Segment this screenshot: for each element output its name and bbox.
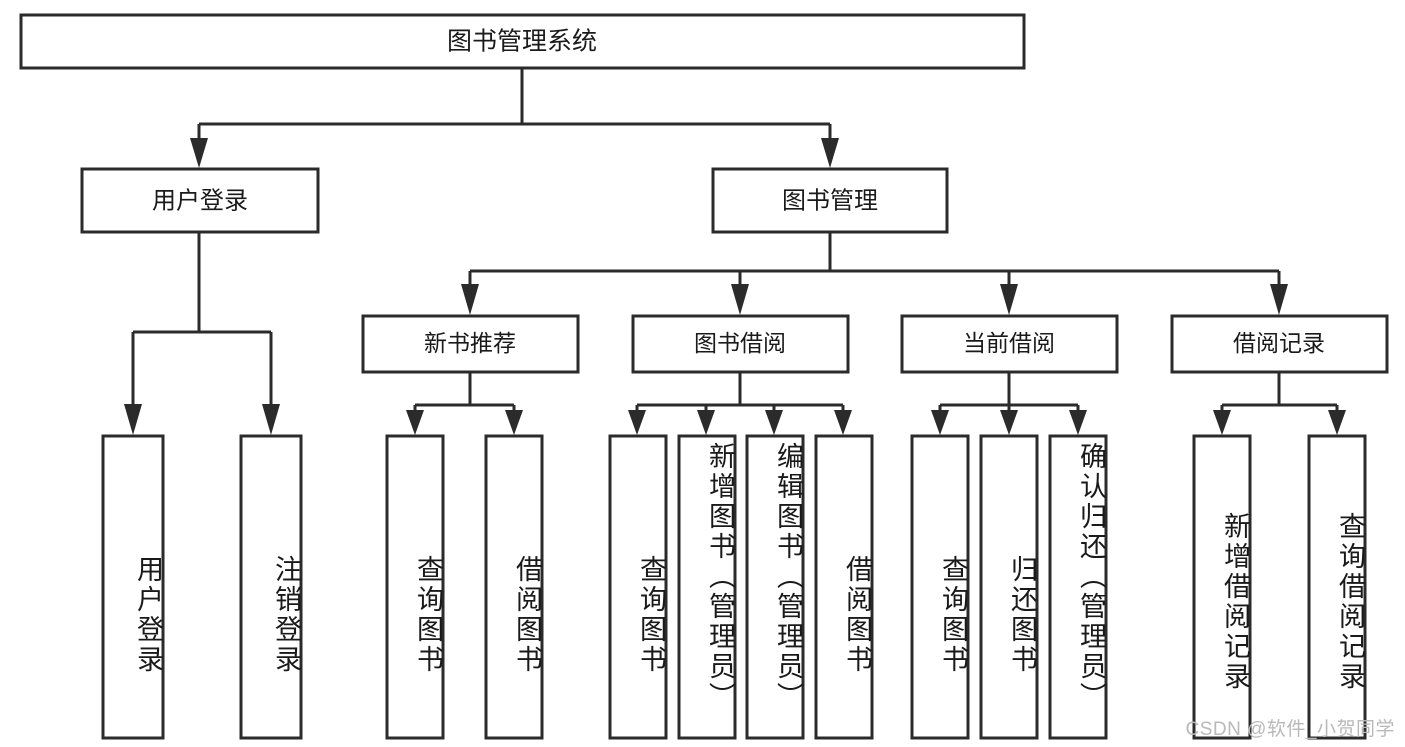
leaf-current-borrow-1-label: 查询图书 [938, 555, 968, 675]
arrow-head-current-borrow [1000, 284, 1018, 315]
node-book-borrow-label: 图书借阅 [694, 330, 786, 356]
leaf-book-borrow-3-box[interactable] [745, 434, 805, 740]
node-root[interactable]: 图书管理系统 [19, 13, 1026, 70]
leaf-current-borrow-1-box[interactable] [910, 434, 970, 740]
connector-layer [124, 68, 1346, 435]
leaf-book-borrow-2-box[interactable] [677, 434, 737, 740]
node-new-book-rec-box[interactable] [361, 314, 580, 374]
arrow-head-user-login [190, 138, 208, 168]
arrow-head-leaf-newbook-1 [406, 410, 424, 435]
node-user-login-label: 用户登录 [152, 187, 248, 214]
node-borrow-record-label: 借阅记录 [1233, 330, 1325, 356]
node-new-book-rec[interactable]: 新书推荐 [361, 314, 580, 374]
leaf-borrow-record-2[interactable]: 查询借阅记录 [1307, 434, 1367, 740]
arrow-head-leaf-bookborrow-2 [697, 410, 715, 435]
leaf-new-book-2-box[interactable] [484, 434, 544, 740]
leaf-new-book-1-box[interactable] [385, 434, 445, 740]
arrow-head-leaf-user-login-2 [262, 404, 280, 435]
leaf-current-borrow-2-box[interactable] [979, 434, 1039, 740]
leaf-current-borrow-1[interactable]: 查询图书 [910, 434, 970, 740]
leaf-book-borrow-4-box[interactable] [814, 434, 874, 740]
node-book-borrow-box[interactable] [631, 314, 850, 374]
leaf-book-borrow-1[interactable]: 查询图书 [608, 434, 668, 740]
leaf-borrow-record-2-label: 查询借阅记录 [1335, 512, 1365, 692]
arrow-head-leaf-newbook-2 [505, 410, 523, 435]
arrow-head-borrow-record [1270, 284, 1288, 315]
node-book-manage-label: 图书管理 [782, 187, 878, 214]
leaf-borrow-record-2-box[interactable] [1307, 434, 1367, 740]
arrow-head-leaf-currentborrow-1 [931, 410, 949, 435]
node-new-book-rec-label: 新书推荐 [424, 330, 516, 356]
node-book-borrow[interactable]: 图书借阅 [631, 314, 850, 374]
leaf-user-login-1[interactable]: 用户登录 [101, 434, 165, 740]
arrow-head-book-borrow [731, 284, 749, 315]
leaf-book-borrow-1-label: 查询图书 [636, 555, 666, 675]
leaf-current-borrow-3-label: 确认归还（管理员） [1076, 442, 1106, 712]
arrow-head-leaf-currentborrow-2 [1000, 410, 1018, 435]
leaf-current-borrow-2-label: 归还图书 [1007, 555, 1037, 675]
leaf-book-borrow-3-label: 编辑图书（管理员） [773, 442, 803, 712]
arrow-head-leaf-user-login-1 [124, 404, 142, 435]
leaf-current-borrow-3-box[interactable] [1048, 434, 1108, 740]
node-borrow-record-box[interactable] [1170, 314, 1389, 374]
leaf-user-login-1-box[interactable] [101, 434, 165, 740]
node-book-manage[interactable]: 图书管理 [711, 167, 949, 234]
leaf-user-login-2-box[interactable] [239, 434, 303, 740]
leaf-borrow-record-1-label: 新增借阅记录 [1220, 512, 1250, 692]
node-root-label: 图书管理系统 [447, 28, 597, 56]
leaf-borrow-record-1-box[interactable] [1192, 434, 1252, 740]
leaf-book-borrow-1-box[interactable] [608, 434, 668, 740]
arrow-head-leaf-bookborrow-1 [628, 410, 646, 435]
leaf-book-borrow-2-label: 新增图书（管理员） [705, 442, 735, 712]
leaf-borrow-record-1[interactable]: 新增借阅记录 [1192, 434, 1252, 740]
node-user-login-box[interactable] [80, 167, 320, 234]
arrow-head-leaf-bookborrow-3 [765, 410, 783, 435]
node-book-manage-box[interactable] [711, 167, 949, 234]
node-root-box[interactable] [19, 13, 1026, 70]
leaf-user-login-1-label: 用户登录 [133, 555, 163, 675]
leaf-book-borrow-3[interactable]: 编辑图书（管理员） [745, 434, 805, 740]
node-user-login[interactable]: 用户登录 [80, 167, 320, 234]
leaf-book-borrow-2[interactable]: 新增图书（管理员） [677, 434, 737, 740]
leaf-new-book-1-label: 查询图书 [413, 555, 443, 675]
leaf-book-borrow-4[interactable]: 借阅图书 [814, 434, 874, 740]
leaf-new-book-2-label: 借阅图书 [512, 555, 542, 675]
node-current-borrow-label: 当前借阅 [963, 330, 1055, 356]
node-borrow-record[interactable]: 借阅记录 [1170, 314, 1389, 374]
node-current-borrow-box[interactable] [900, 314, 1119, 374]
arrow-head-leaf-borrowrecord-1 [1213, 410, 1231, 435]
arrow-head-leaf-borrowrecord-2 [1328, 410, 1346, 435]
leaf-new-book-1[interactable]: 查询图书 [385, 434, 445, 740]
arrow-head-new-book-rec [461, 284, 479, 315]
leaf-current-borrow-3[interactable]: 确认归还（管理员） [1048, 434, 1108, 740]
leaf-user-login-2-label: 注销登录 [271, 555, 301, 675]
node-current-borrow[interactable]: 当前借阅 [900, 314, 1119, 374]
arrow-head-leaf-bookborrow-4 [834, 410, 852, 435]
leaf-user-login-2[interactable]: 注销登录 [239, 434, 303, 740]
leaf-current-borrow-2[interactable]: 归还图书 [979, 434, 1039, 740]
arrow-head-book-manage [821, 138, 839, 168]
arrow-head-leaf-currentborrow-3 [1069, 410, 1087, 435]
leaf-new-book-2[interactable]: 借阅图书 [484, 434, 544, 740]
leaf-book-borrow-4-label: 借阅图书 [842, 555, 872, 675]
